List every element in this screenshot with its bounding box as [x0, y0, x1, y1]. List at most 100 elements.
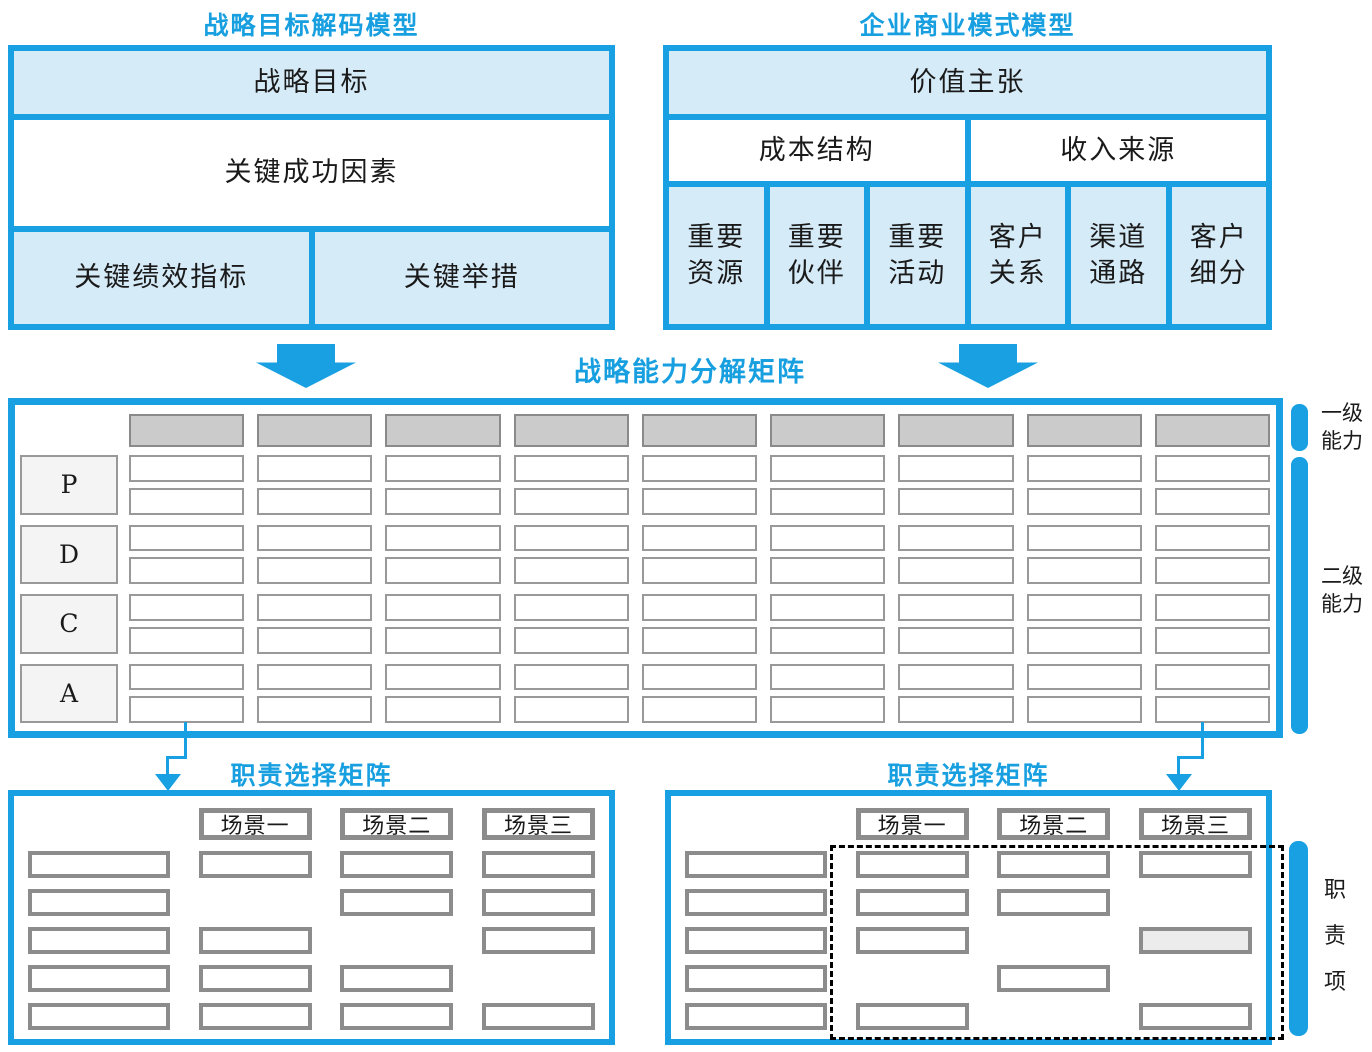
capability-cell	[1026, 696, 1142, 723]
responsibility-matrix-right-panel: 场景一场景二场景三	[665, 790, 1272, 1045]
capability-cell	[385, 524, 501, 552]
capability-cell	[257, 696, 373, 723]
capability-cell	[385, 455, 501, 482]
key-initiatives-cell: 关键举措	[314, 232, 609, 324]
capability-group-c	[129, 594, 1270, 654]
kpi-cell: 关键绩效指标	[14, 232, 309, 324]
responsibility-items-label: 职 责 项	[1323, 878, 1346, 995]
scenario-header-3: 场景三	[1138, 808, 1252, 840]
scenario-responsibility-box	[481, 889, 595, 916]
capability-group-p	[129, 455, 1270, 515]
capability-cell	[513, 557, 629, 584]
row-group-label-a: A	[20, 663, 118, 723]
capability-cell	[1026, 557, 1142, 584]
customer-relations-cell: 客户 关系	[970, 187, 1065, 324]
down-arrow-icon	[938, 344, 1038, 388]
scenario-responsibility-box	[855, 1003, 969, 1030]
capability-cell	[129, 663, 245, 691]
capability-cell	[1026, 524, 1142, 552]
responsibility-items-bracket-bar	[1289, 841, 1308, 1036]
capability-header-row	[129, 414, 1270, 447]
capability-cell	[129, 626, 245, 654]
capability-cell	[129, 524, 245, 552]
capability-cell	[257, 487, 373, 515]
scenario-header-1: 场景一	[198, 808, 312, 840]
responsibility-item-box	[28, 889, 170, 916]
level1-bracket-bar	[1291, 404, 1308, 451]
scenario-responsibility-box	[198, 965, 312, 992]
capability-cell	[770, 524, 886, 552]
scenario-responsibility-box	[855, 889, 969, 916]
business-model-panel: 价值主张 成本结构 收入来源 重要 资源 重要 伙伴 重要 活动 客户 关系 渠…	[663, 45, 1272, 330]
responsibility-item-box	[685, 851, 827, 878]
row-group-label-p: P	[20, 455, 118, 515]
selected-responsibility-dashed-zone	[830, 845, 1284, 1040]
key-partners-cell: 重要 伙伴	[769, 187, 864, 324]
capability-cell	[513, 626, 629, 654]
scenario-responsibility-box	[997, 965, 1111, 992]
scenario-responsibility-box	[198, 927, 312, 954]
scenario-header-2: 场景二	[340, 808, 454, 840]
capability-cell	[641, 524, 758, 552]
capability-header-cell	[1154, 414, 1270, 447]
capability-cell	[641, 696, 758, 723]
capability-cell	[513, 594, 629, 621]
capability-cell	[129, 696, 245, 723]
responsibility-matrix-right-title: 职责选择矩阵	[887, 761, 1050, 790]
capability-cell	[513, 696, 629, 723]
scenario-responsibility-box	[997, 851, 1111, 878]
level2-capability-label: 二级 能力	[1321, 564, 1363, 616]
capability-cell	[898, 487, 1014, 515]
capability-header-cell	[770, 414, 886, 447]
capability-group-d	[129, 524, 1270, 584]
revenue-source-cell: 收入来源	[970, 120, 1266, 182]
capability-row	[129, 487, 1270, 515]
responsibility-item-box	[685, 965, 827, 992]
capability-cell	[1026, 594, 1142, 621]
capability-cell	[513, 663, 629, 691]
responsibility-item-box	[28, 851, 170, 878]
capability-cell	[1026, 626, 1142, 654]
capability-cell	[385, 663, 501, 691]
empty-slot	[340, 927, 453, 954]
capability-cell	[1026, 663, 1142, 691]
capability-cell	[641, 594, 758, 621]
capability-cell	[641, 487, 758, 515]
capability-cell	[1154, 594, 1270, 621]
capability-row	[129, 557, 1270, 584]
right-connector-line	[1177, 756, 1204, 759]
capability-header-cell	[129, 414, 245, 447]
key-resources-cell: 重要 资源	[669, 187, 764, 324]
cost-structure-cell: 成本结构	[669, 120, 965, 182]
business-model-bottom-row: 重要 资源 重要 伙伴 重要 活动 客户 关系 渠道 通路 客户 细分	[669, 187, 1266, 324]
left-connector-line	[166, 756, 169, 776]
capability-cell	[898, 696, 1014, 723]
capability-header-cell	[641, 414, 758, 447]
capability-cell	[898, 557, 1014, 584]
capability-cell	[898, 626, 1014, 654]
capability-cell	[1026, 455, 1142, 482]
customer-segments-cell: 客户 细分	[1171, 187, 1266, 324]
capability-row	[129, 626, 1270, 654]
left-connector-line	[166, 756, 187, 759]
capability-cell	[770, 696, 886, 723]
responsibility-left-grid: 场景一场景二场景三	[14, 796, 609, 1039]
header-spacer	[28, 808, 170, 840]
capability-row	[129, 455, 1270, 482]
capability-cell	[641, 626, 758, 654]
capability-cell	[1154, 487, 1270, 515]
capability-cell	[1154, 696, 1270, 723]
key-activities-cell: 重要 活动	[870, 187, 965, 324]
scenario-header-2: 场景二	[997, 808, 1111, 840]
capability-row	[129, 663, 1270, 691]
capability-cell	[770, 455, 886, 482]
row-group-label-d: D	[20, 524, 118, 584]
empty-slot	[199, 889, 312, 916]
scenario-responsibility-box	[1138, 851, 1252, 878]
capability-header-cell	[898, 414, 1014, 447]
scenario-responsibility-box	[340, 851, 454, 878]
capability-cell	[257, 524, 373, 552]
capability-cell	[1154, 557, 1270, 584]
